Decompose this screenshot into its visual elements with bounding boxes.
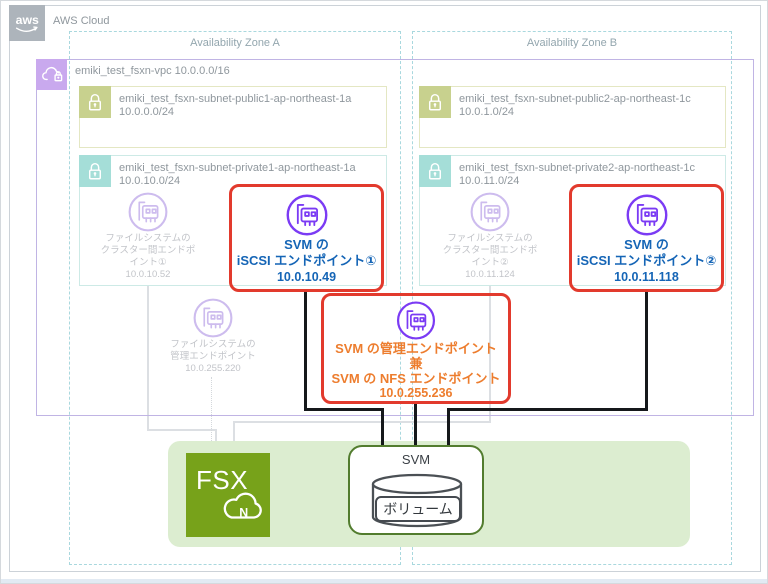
aws-logo: aws — [9, 5, 45, 41]
private-subnet-a-cidr: 10.0.10.0/24 — [119, 175, 181, 187]
fs-mgmt-line1: ファイルシステムの — [170, 339, 256, 350]
fsx-cloud-n-icon: N — [223, 492, 262, 520]
network-interface-icon — [626, 194, 667, 236]
vpc-label: emiki_test_fsxn-vpc 10.0.0.0/16 — [75, 65, 230, 77]
svm-mgmt-line2: 兼 — [409, 356, 423, 371]
svm-mgmt-ip: 10.0.255.236 — [379, 386, 453, 400]
public-subnet-b-cidr: 10.0.1.0/24 — [459, 106, 515, 118]
private-subnet-a-name: emiki_test_fsxn-subnet-private1-ap-north… — [119, 162, 356, 174]
network-interface-icon — [470, 192, 510, 232]
svm-mgmt-line3: SVM の NFS エンドポイント — [331, 371, 501, 386]
private-subnet-b — [419, 155, 726, 286]
vpc-icon — [36, 59, 67, 90]
cluster-a-line1: ファイルシステムの — [105, 233, 191, 244]
svm-mgmt-nfs-endpoint: SVM の管理エンドポイント 兼 SVM の NFS エンドポイント 10.0.… — [321, 293, 511, 404]
public-subnet-a-name: emiki_test_fsxn-subnet-public1-ap-northe… — [119, 93, 352, 105]
availability-zone-a — [69, 31, 401, 565]
fs-mgmt-line2: 管理エンドポイント — [170, 351, 256, 362]
iscsi-a-line1: SVM の — [284, 237, 329, 252]
public-subnet-b-name: emiki_test_fsxn-subnet-public2-ap-northe… — [459, 93, 691, 105]
cluster-endpoint-b: ファイルシステムの クラスター間エンドポイント② 10.0.11.124 — [440, 191, 540, 281]
fsx-netapp-ontap-icon: FSX N — [186, 453, 270, 537]
svg-text:N: N — [239, 506, 248, 520]
network-interface-icon — [193, 298, 233, 338]
private-subnet-a — [79, 155, 387, 286]
cluster-b-line2: クラスター間エンドポイント② — [442, 245, 538, 268]
fs-mgmt-ip: 10.0.255.220 — [185, 363, 241, 374]
cluster-a-ip: 10.0.10.52 — [125, 269, 171, 280]
public-subnet-b-lock-icon — [419, 86, 451, 118]
az-b-label: Availability Zone B — [526, 37, 618, 49]
iscsi-b-line — [447, 408, 450, 448]
iscsi-b-line — [645, 292, 648, 411]
fs-mgmt-endpoint: ファイルシステムの 管理エンドポイント 10.0.255.220 — [163, 297, 263, 375]
iscsi-a-line — [304, 408, 384, 411]
network-interface-icon — [286, 194, 327, 236]
iscsi-b-line2: iSCSI エンドポイント② — [576, 253, 717, 268]
bottom-edge-bar — [1, 579, 767, 583]
cluster-b-connector — [489, 277, 491, 423]
aws-cloud-label: AWS Cloud — [53, 15, 110, 27]
iscsi-a-line — [304, 292, 307, 411]
cluster-b-line1: ファイルシステムの — [447, 233, 533, 244]
iscsi-b-line — [447, 408, 648, 411]
iscsi-endpoint-a: SVM の iSCSI エンドポイント① 10.0.10.49 — [229, 184, 384, 292]
iscsi-endpoint-b: SVM の iSCSI エンドポイント② 10.0.11.118 — [569, 184, 724, 292]
iscsi-a-line — [381, 408, 384, 448]
aws-cloud-container — [9, 5, 761, 572]
fs-mgmt-connector — [211, 377, 212, 443]
private-subnet-b-name: emiki_test_fsxn-subnet-private2-ap-north… — [459, 162, 696, 174]
network-interface-icon — [128, 192, 168, 232]
network-interface-icon — [396, 301, 436, 340]
svm-mgmt-line1: SVM の管理エンドポイント — [335, 341, 497, 356]
az-a-label: Availability Zone A — [190, 37, 280, 49]
public-subnet-a-cidr: 10.0.0.0/24 — [119, 106, 175, 118]
cluster-b-connector — [233, 421, 491, 423]
cluster-a-connector — [147, 277, 149, 431]
fsx-label: FSX — [196, 465, 249, 495]
private-subnet-b-lock-icon — [419, 155, 451, 187]
private-subnet-b-cidr: 10.0.11.0/24 — [459, 175, 520, 187]
svm-box: SVM ボリューム — [348, 445, 484, 535]
volume-label: ボリューム — [375, 496, 461, 522]
svm-mgmt-line — [414, 404, 417, 448]
cluster-a-connector — [147, 429, 217, 431]
cluster-endpoint-a: ファイルシステムの クラスター間エンドポイント① 10.0.10.52 — [98, 191, 198, 281]
svm-label: SVM — [401, 452, 431, 467]
cluster-a-line2: クラスター間エンドポイント① — [100, 245, 196, 268]
cluster-b-connector — [233, 421, 235, 445]
aws-logo-icon: aws — [16, 13, 39, 33]
vpc-container — [36, 59, 754, 416]
iscsi-b-line1: SVM の — [624, 237, 669, 252]
public-subnet-a-lock-icon — [79, 86, 111, 118]
cluster-a-connector — [215, 429, 217, 445]
iscsi-a-ip: 10.0.10.49 — [276, 270, 337, 284]
iscsi-a-line2: iSCSI エンドポイント① — [236, 253, 377, 268]
cluster-b-ip: 10.0.11.124 — [465, 269, 515, 280]
svg-text:aws: aws — [16, 13, 39, 27]
availability-zone-b — [412, 31, 732, 565]
iscsi-b-ip: 10.0.11.118 — [614, 270, 679, 284]
private-subnet-a-lock-icon — [79, 155, 111, 187]
